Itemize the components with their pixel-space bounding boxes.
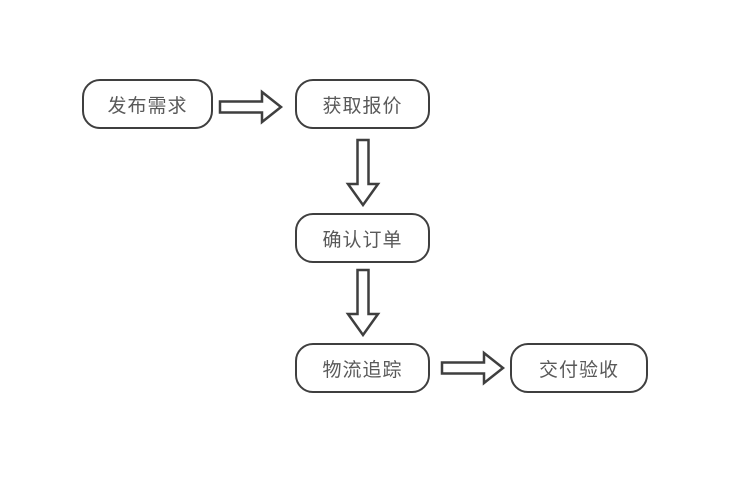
node-confirm-order: 确认订单 [295, 213, 430, 263]
arrow-right-publish-to-quote-icon [218, 89, 284, 129]
node-delivery-acceptance-label: 交付验收 [538, 358, 619, 381]
node-get-quote: 获取报价 [295, 79, 430, 129]
node-logistics-tracking-label: 物流追踪 [322, 358, 403, 381]
node-delivery-acceptance: 交付验收 [510, 343, 648, 393]
node-confirm-order-label: 确认订单 [322, 228, 403, 251]
arrow-right-tracking-to-delivery-icon [440, 350, 506, 390]
node-publish-demand: 发布需求 [82, 79, 213, 129]
arrow-down-quote-to-order-icon [345, 138, 381, 212]
node-publish-demand-label: 发布需求 [107, 94, 188, 117]
arrow-down-order-to-tracking-icon [345, 268, 381, 342]
node-logistics-tracking: 物流追踪 [295, 343, 430, 393]
node-get-quote-label: 获取报价 [322, 94, 403, 117]
